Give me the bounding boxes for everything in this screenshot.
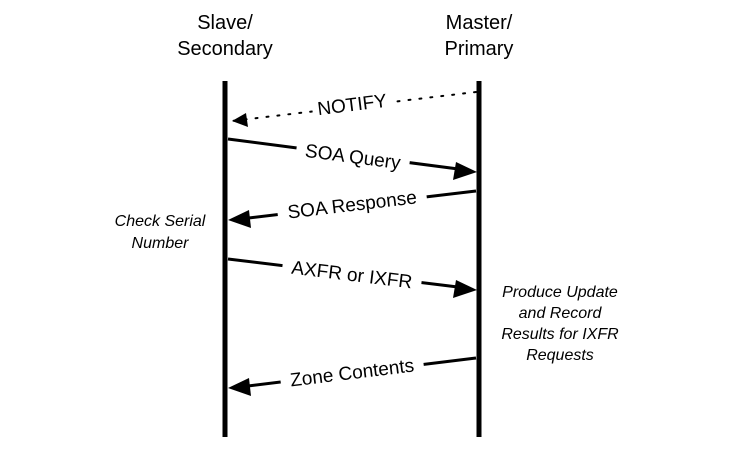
zone-contents-arrowhead — [228, 378, 251, 396]
notify-arrowhead — [232, 113, 248, 127]
zone-contents-label-bg — [279, 351, 425, 393]
soa-query-arrowhead — [453, 162, 477, 180]
axfr-label-bg — [281, 253, 423, 295]
master-label-line2: Primary — [445, 38, 514, 60]
produce-update-note-line1: Produce Update — [502, 284, 618, 301]
slave-label-line1: Slave/ — [197, 12, 253, 34]
soa-response-arrowhead — [228, 210, 251, 228]
master-label-line1: Master/ — [446, 12, 513, 34]
soa-response-label-bg — [276, 183, 428, 225]
produce-update-note-line3: Results for IXFR — [501, 326, 619, 343]
axfr-arrowhead — [453, 280, 477, 298]
produce-update-note-line2: and Record — [519, 305, 603, 322]
soa-query-label-bg — [294, 136, 412, 176]
notify-label-bg — [310, 87, 394, 121]
check-serial-note-line2: Number — [132, 235, 190, 252]
check-serial-note-line1: Check Serial — [115, 213, 206, 230]
slave-label-line2: Secondary — [177, 38, 273, 60]
produce-update-note-line4: Requests — [526, 347, 594, 364]
